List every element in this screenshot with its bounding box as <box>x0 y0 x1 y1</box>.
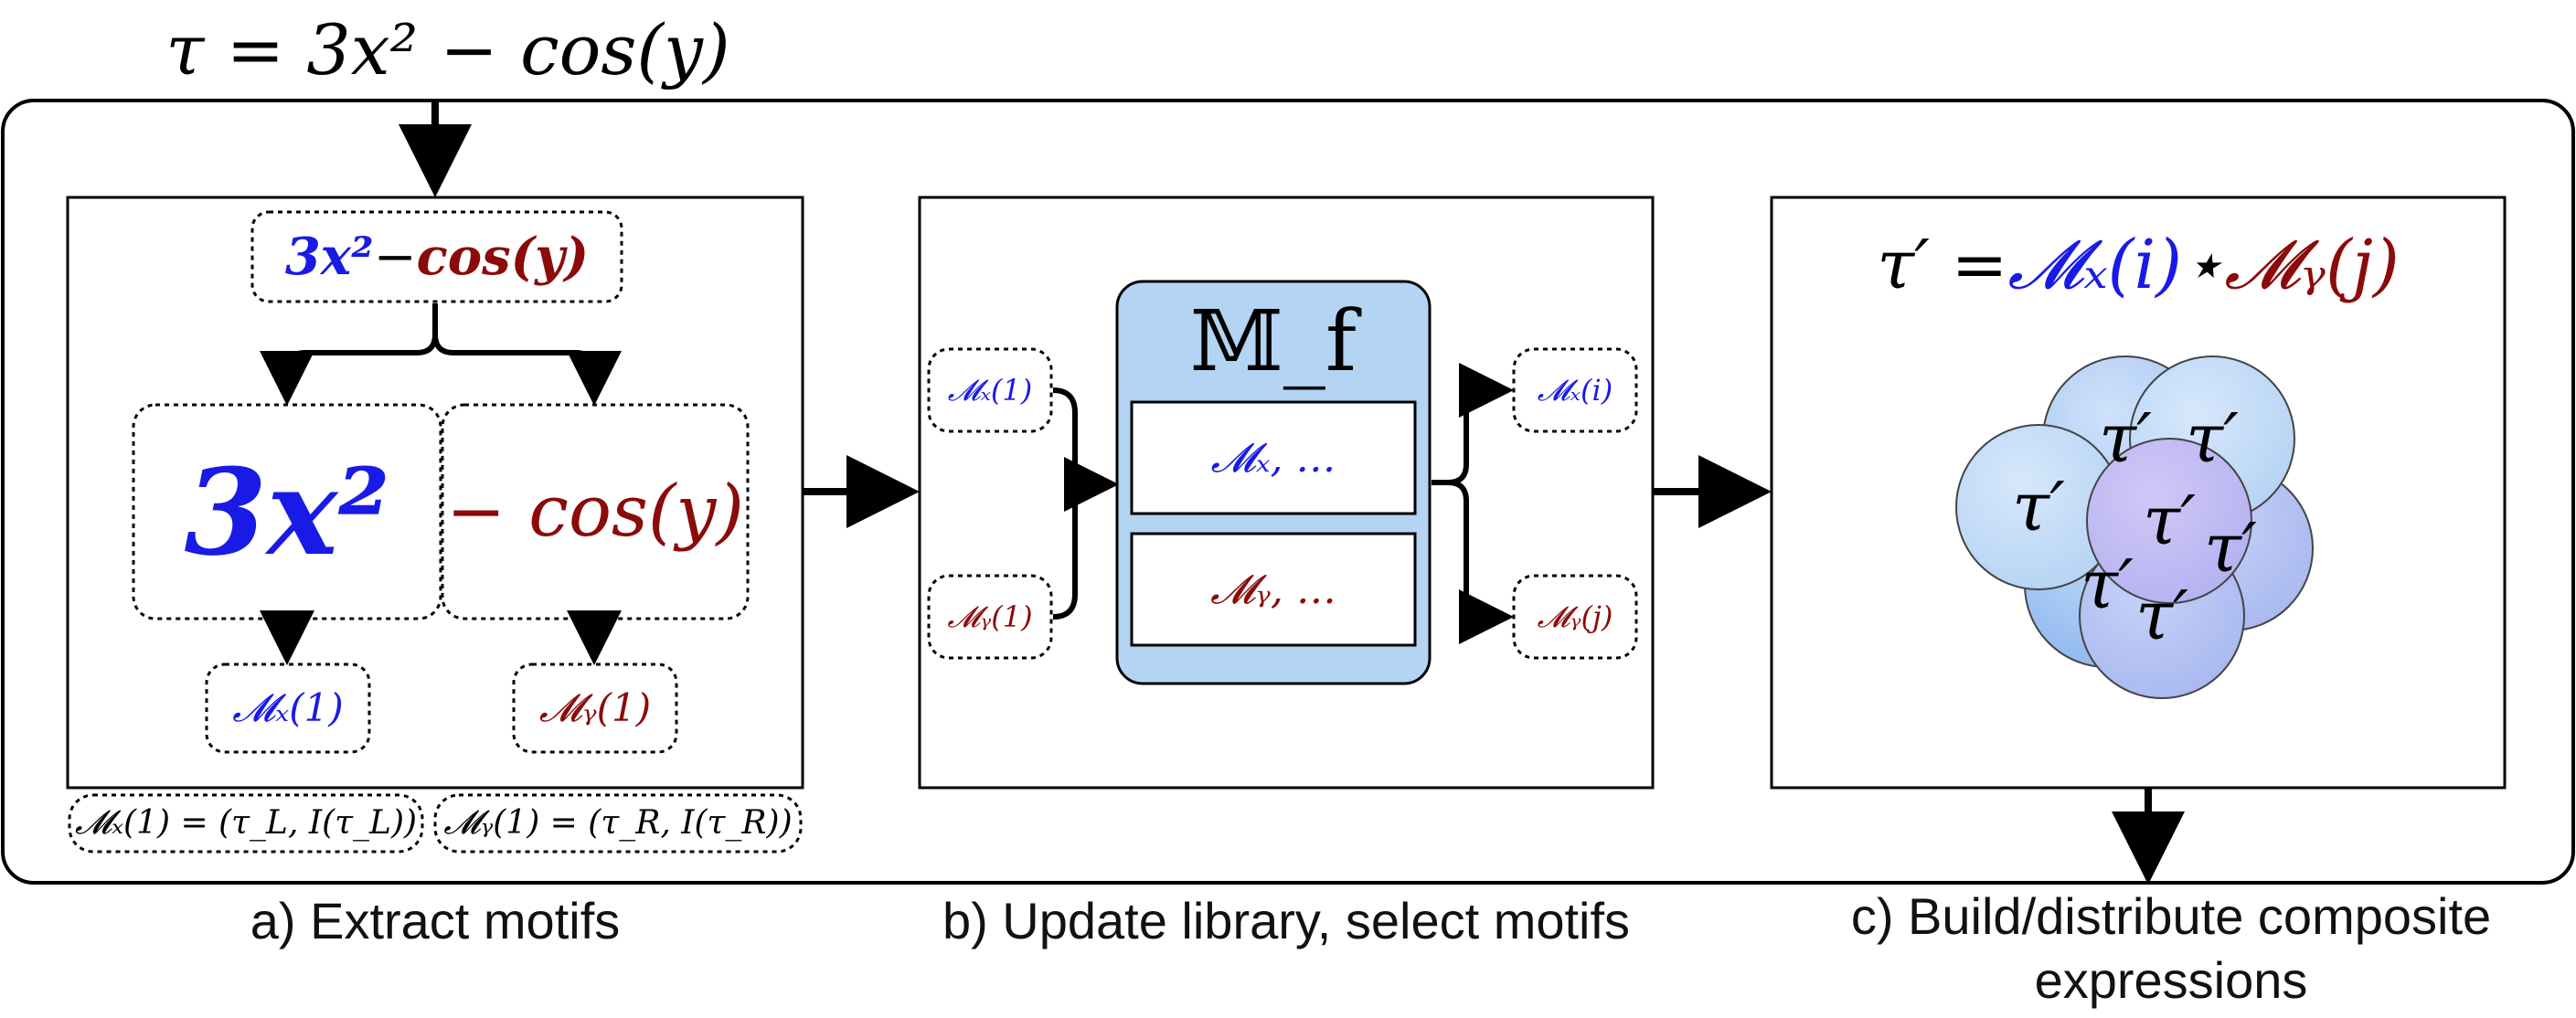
in-y-box <box>927 574 1053 660</box>
motif-y-box <box>512 663 678 754</box>
top-expr-y: cos(y) <box>416 227 590 287</box>
formula-y: 𝓜ᵧ(j) <box>2224 225 2400 304</box>
in-x-label: 𝓜ₓ(1) <box>947 372 1033 408</box>
out-y-box <box>1512 574 1638 660</box>
panel-a-frame <box>66 196 804 790</box>
library-row-y: 𝓜ᵧ, … <box>1210 566 1336 613</box>
in-y-label: 𝓜ᵧ(1) <box>947 599 1033 634</box>
motif-y-label: 𝓜ᵧ(1) <box>538 685 652 730</box>
input-equation: τ = 3x² − cos(y) <box>165 8 730 90</box>
top-expr-op: − <box>373 227 417 287</box>
library-row-y-box <box>1130 532 1417 647</box>
left-part: 3x² <box>184 441 390 582</box>
split-brace-right <box>432 334 622 406</box>
bubble-label: τ′ <box>2012 468 2065 546</box>
def-x-box <box>68 793 424 854</box>
right-part: − cos(y) <box>446 471 744 553</box>
in-x-box <box>927 347 1053 433</box>
out-y-label: 𝓜ᵧ(j) <box>1537 599 1613 634</box>
caption-a: a) Extract motifs <box>250 892 621 949</box>
bubble-label: τ′ <box>2135 577 2188 655</box>
composite-formula: τ′ = 𝓜ₓ(i) ⋆ 𝓜ᵧ(j) <box>1777 210 2499 320</box>
motif-x-label: 𝓜ₓ(1) <box>232 685 344 730</box>
formula-x: 𝓜ₓ(i) <box>2007 225 2183 304</box>
library-row-x-box <box>1130 400 1417 515</box>
def-x-label: 𝓜ₓ(1) = (τ_L, I(τ_L)) <box>74 804 418 842</box>
top-expression: 3x² − cos(y) <box>256 216 618 298</box>
outer-container <box>1 99 2575 885</box>
caption-c: c) Build/distribute composite expression… <box>1850 887 2492 1009</box>
top-expr-x: 3x² <box>284 227 374 287</box>
formula-op: ⋆ <box>2182 226 2225 304</box>
cluster-bubble <box>2086 438 2252 604</box>
bubble-label: τ′ <box>2081 546 2134 624</box>
caption-b: b) Update library, select motifs <box>942 892 1631 949</box>
top-expression-box <box>250 210 623 303</box>
bubble-label: τ′ <box>2143 482 2196 560</box>
library-title: 𝕄_f <box>1190 292 1357 390</box>
def-y-label: 𝓜ᵧ(1) = (τ_R, I(τ_R)) <box>443 804 793 842</box>
out-x-box <box>1512 347 1638 433</box>
def-y-box <box>433 793 803 854</box>
bubble-label: τ′ <box>2204 509 2257 588</box>
library-row-x: 𝓜ₓ, … <box>1210 434 1336 482</box>
formula-lhs: τ′ = <box>1877 226 2008 304</box>
bubble-label: τ′ <box>2099 399 2152 478</box>
motif-x-box <box>205 663 371 754</box>
bubble-label: τ′ <box>2186 399 2239 478</box>
out-x-label: 𝓜ₓ(i) <box>1537 372 1613 408</box>
